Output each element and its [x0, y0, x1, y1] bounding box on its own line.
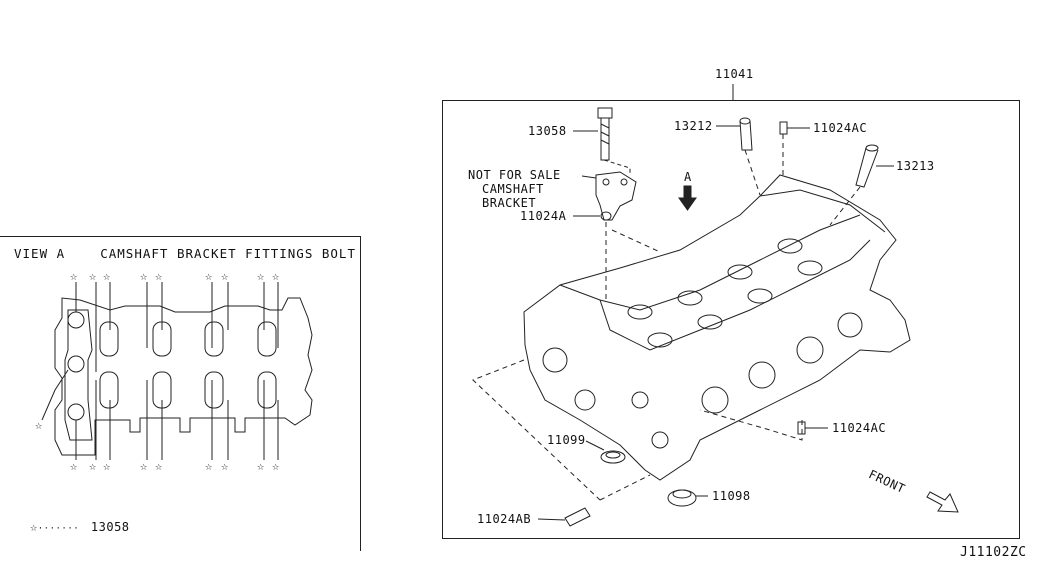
pin-11024ab [537, 507, 591, 527]
label-11098: 11098 [712, 489, 751, 503]
label-13213: 13213 [896, 159, 935, 173]
view-a-panel [0, 236, 361, 551]
star-top-5: ☆ [155, 269, 163, 283]
star-bottom-4: ☆ [140, 459, 148, 473]
diagram-code: J11102ZC [960, 545, 1027, 560]
star-top-1: ☆ [70, 269, 78, 283]
star-bottom-8: ☆ [257, 459, 265, 473]
star-side: ☆ [35, 418, 43, 432]
front-arrow [926, 491, 959, 513]
star-bottom-2: ☆ [89, 459, 97, 473]
view-a-arrow [678, 185, 697, 211]
star-bottom-6: ☆ [205, 459, 213, 473]
legend-part-number: 13058 [90, 520, 130, 534]
label-11041: 11041 [715, 67, 754, 81]
seal-11098 [667, 489, 708, 507]
assembly-panel [442, 100, 1020, 539]
label-bracket: BRACKET [482, 196, 537, 210]
view-a-heading: VIEW A CAMSHAFT BRACKET FITTINGS BOLT [14, 246, 356, 261]
pin-13212 [716, 117, 753, 151]
star-bottom-1: ☆ [70, 459, 78, 473]
pin-13213 [855, 144, 894, 188]
dashed-leaders [472, 134, 861, 501]
label-13212: 13212 [674, 119, 713, 133]
star-top-3: ☆ [103, 269, 111, 283]
cylinder-head-body [523, 174, 911, 481]
view-a-legend: ☆······· 13058 [30, 521, 130, 536]
label-11024ab: 11024AB [477, 512, 532, 526]
seal-11099 [585, 440, 626, 464]
star-bottom-9: ☆ [272, 459, 280, 473]
view-a-subtitle: CAMSHAFT BRACKET FITTINGS BOLT [100, 246, 356, 261]
end-bracket [64, 309, 93, 441]
label-camshaft: CAMSHAFT [482, 182, 544, 196]
label-11099: 11099 [547, 433, 586, 447]
label-11024ac-top: 11024AC [813, 121, 868, 135]
pin-11024ac-top [779, 121, 810, 135]
star-bottom-7: ☆ [221, 459, 229, 473]
label-not-for-sale: NOT FOR SALE [468, 168, 561, 182]
label-11024ac-right: 11024AC [832, 421, 887, 435]
legend-dots: ······· [37, 524, 80, 534]
label-view-a-marker: A [684, 170, 692, 184]
star-top-4: ☆ [140, 269, 148, 283]
star-top-8: ☆ [257, 269, 265, 283]
star-bottom-3: ☆ [103, 459, 111, 473]
star-top-6: ☆ [205, 269, 213, 283]
bolt-13058 [573, 107, 613, 161]
label-13058: 13058 [528, 124, 567, 138]
pin-11024ac-right [797, 421, 828, 435]
legend-star: ☆ [30, 520, 38, 534]
star-top-2: ☆ [89, 269, 97, 283]
camshaft-bracket [581, 159, 637, 221]
view-a-title: VIEW A [14, 246, 66, 261]
washer-11024a [600, 211, 612, 221]
star-bottom-5: ☆ [155, 459, 163, 473]
label-11024a: 11024A [520, 209, 567, 223]
head-outline [54, 297, 313, 456]
star-top-7: ☆ [221, 269, 229, 283]
star-top-9: ☆ [272, 269, 280, 283]
star-leaders [41, 282, 279, 460]
